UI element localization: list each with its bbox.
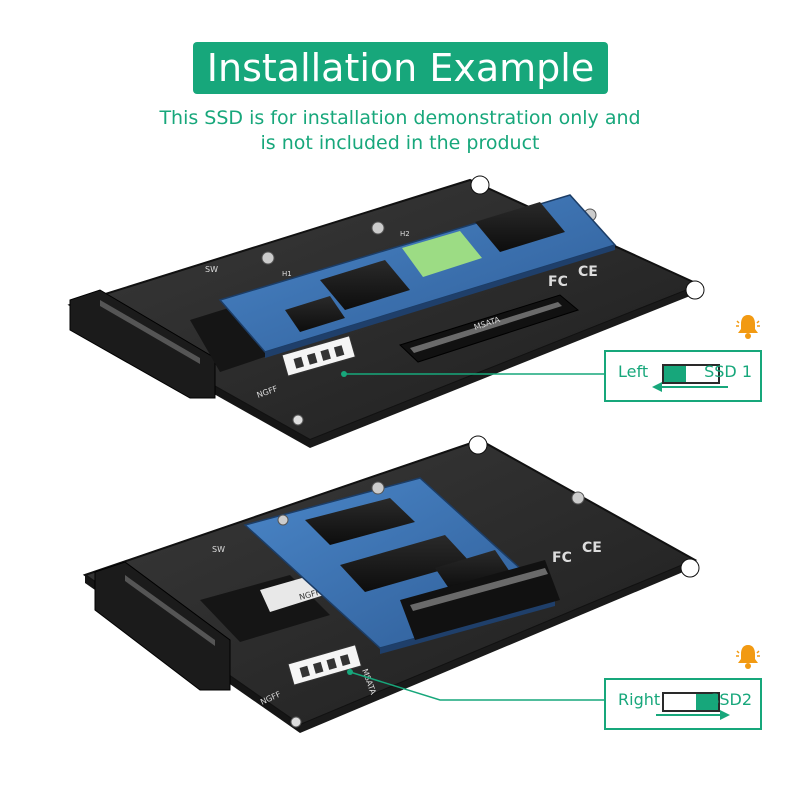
svg-text:FC: FC bbox=[552, 550, 572, 566]
switch-knob bbox=[664, 366, 686, 382]
switch-callout-ssd1: Left SSD 1 bbox=[604, 350, 762, 402]
disclaimer-text: This SSD is for installation demonstrati… bbox=[100, 106, 700, 156]
arrow-right-icon bbox=[656, 714, 724, 716]
bell-icon bbox=[736, 315, 760, 339]
disclaimer-line-2: is not included in the product bbox=[260, 132, 540, 154]
switch-ssd-label: SSD2 bbox=[709, 690, 752, 709]
page-title: Installation Example bbox=[206, 46, 595, 90]
switch-illustration-ssd2 bbox=[662, 692, 720, 712]
switch-knob bbox=[696, 694, 718, 710]
silk-h1: H1 bbox=[282, 270, 292, 278]
switch-illustration-ssd1 bbox=[662, 364, 720, 384]
arrow-head-right-icon bbox=[720, 710, 730, 720]
sata-connector-2 bbox=[94, 561, 231, 691]
disclaimer-line-1: This SSD is for installation demonstrati… bbox=[159, 107, 641, 129]
arrow-head-left-icon bbox=[652, 382, 662, 392]
svg-text:FC: FC bbox=[548, 274, 568, 290]
switch-callout-ssd2: Right SSD2 bbox=[604, 678, 762, 730]
silk-sw-1: SW bbox=[205, 265, 218, 274]
sata-connector-1 bbox=[69, 289, 216, 399]
silk-h2: H2 bbox=[400, 230, 410, 238]
title-banner: Installation Example bbox=[193, 42, 608, 94]
adapter-board-2: NGFF NGFF MSATA SW FC CE bbox=[82, 435, 700, 733]
svg-text:CE: CE bbox=[578, 264, 598, 280]
switch-right-label: Right bbox=[618, 690, 661, 709]
arrow-left-icon bbox=[658, 386, 728, 388]
silk-sw-2: SW bbox=[212, 545, 225, 554]
svg-text:CE: CE bbox=[582, 540, 602, 556]
adapter-board-1: MSATA NGFF SW H1 H2 FC CE bbox=[67, 175, 705, 448]
bell-icon bbox=[736, 645, 760, 669]
switch-left-label: Left bbox=[618, 362, 649, 381]
switch-ssd-label: SSD 1 bbox=[704, 362, 752, 381]
